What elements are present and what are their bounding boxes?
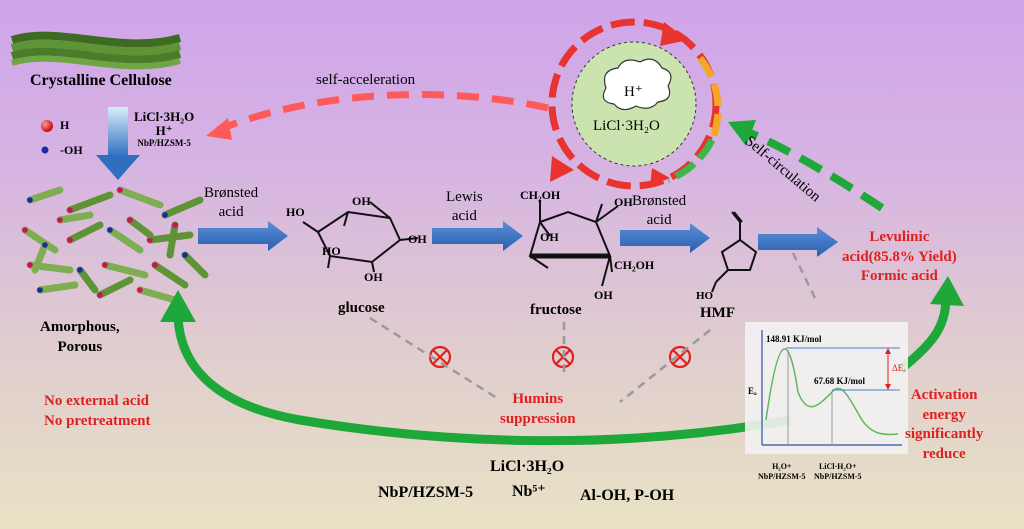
process-arrows (198, 221, 838, 257)
energy-chart (745, 322, 908, 454)
fructose-ch2oh-top: CH₂OH (520, 188, 561, 202)
energy-x2-line2: NbP/HZSM-5 (814, 471, 862, 481)
oh-group-icon (41, 146, 49, 154)
glucose-ho-label: HO (286, 205, 305, 219)
glucose-oh-bottom: OH (364, 270, 383, 284)
proton-cloud-icon (602, 58, 672, 111)
self-acceleration-arrow (216, 91, 549, 134)
glucose-oh-top: OH (352, 194, 371, 208)
notes-label: No external acid No pretreatment (44, 392, 151, 431)
fructose-oh-bottom: OH (594, 288, 613, 302)
inhibit-icons (428, 345, 692, 369)
amorphous-cellulose-icon (21, 186, 209, 304)
activation-arrowhead (930, 276, 964, 306)
catalyst-nb5: Nb⁵⁺ (512, 483, 546, 500)
energy-peak1-label: 148.91 KJ/mol (766, 334, 822, 344)
crystalline-cellulose-title: Crystalline Cellulose (30, 72, 172, 89)
humins-arrows (369, 252, 818, 403)
activation-energy-label: Activation energy significantly reduce (905, 386, 983, 464)
self-circulation-arrowhead (728, 120, 756, 146)
products-line3: Formic acid (860, 268, 938, 284)
proton-label: H⁺ (624, 84, 643, 100)
h-legend-label: H (60, 118, 70, 132)
energy-x1-line2: NbP/HZSM-5 (758, 471, 806, 481)
catalyst-nbp: NbP/HZSM-5 (378, 484, 474, 501)
h-atom-icon (41, 120, 53, 132)
notes-line2: No pretreatment (44, 412, 151, 429)
fructose-oh-top: OH (614, 195, 633, 209)
bronsted-acid-label-1: Brønsted acid (204, 185, 259, 220)
activation-arrow (897, 299, 951, 374)
products-line1: Levulinic (869, 229, 930, 245)
step1-line3: NbP/HZSM-5 (137, 137, 191, 148)
hmf-ho-label: HO (696, 290, 714, 302)
catalyst-aloh: Al-OH, P-OH (580, 487, 675, 504)
fructose-oh-left: OH (540, 230, 559, 244)
activation-line3: significantly (905, 426, 984, 442)
recycle-arrowhead (160, 290, 196, 322)
products-line2: acid(85.8% Yield) (842, 248, 957, 265)
activation-line1: Activation (910, 387, 978, 403)
step1-line2: H⁺ (155, 123, 173, 139)
down-arrow (96, 107, 140, 180)
fructose-ch2oh-right: CH₂OH (614, 258, 655, 272)
self-acceleration-label: self-acceleration (316, 72, 416, 88)
activation-line2: energy (922, 406, 966, 423)
humins-line1: Humins (512, 391, 564, 407)
notes-line1: No external acid (44, 393, 149, 409)
activation-line4: reduce (922, 445, 966, 462)
fructose-label: fructose (530, 302, 582, 318)
energy-x1-label: H₂O+ NbP/HZSM-5 (758, 462, 806, 481)
recycle-arrow (173, 315, 791, 446)
humins-line2: suppression (500, 410, 576, 427)
catalyst-line1: LiCl·3H₂O (490, 458, 565, 475)
humins-suppression-label: Humins suppression (500, 390, 576, 429)
energy-ylabel: Eₐ (748, 386, 757, 396)
energy-peak2-label: 67.68 KJ/mol (814, 376, 865, 386)
glucose-label: glucose (338, 300, 385, 316)
energy-x2-label: LiCl·H₂O+ NbP/HZSM-5 (814, 462, 862, 481)
self-circulation-arrow (746, 128, 885, 212)
amorphous-label: Amorphous, Porous (40, 319, 120, 355)
oh-legend-label: -OH (60, 143, 83, 157)
center-catalyst-label: LiCl·3H₂O (593, 118, 660, 134)
hmf-label: HMF (700, 305, 735, 321)
step1-conditions: LiCl·3H₂O H⁺ NbP/HZSM-5 (134, 109, 195, 148)
hmf-structure (711, 211, 758, 293)
fructose-structure (528, 200, 619, 287)
step1-line1: LiCl·3H₂O (134, 109, 195, 124)
energy-x1-line1: H₂O+ (772, 462, 792, 471)
energy-x2-line1: LiCl·H₂O+ (818, 462, 857, 471)
glucose-oh-left: HO (322, 244, 341, 258)
self-acceleration-arrowhead (206, 118, 232, 140)
glucose-structure (302, 201, 419, 273)
energy-delta-label: ΔEₐ (892, 363, 906, 373)
glucose-oh-right: OH (408, 232, 427, 246)
crystalline-cellulose-icon (10, 31, 182, 70)
products-label: Levulinic acid(85.8% Yield) Formic acid (842, 228, 957, 287)
bronsted-acid-label-2: Brønsted acid (632, 193, 687, 228)
lewis-acid-label: Lewis acid (446, 189, 483, 224)
